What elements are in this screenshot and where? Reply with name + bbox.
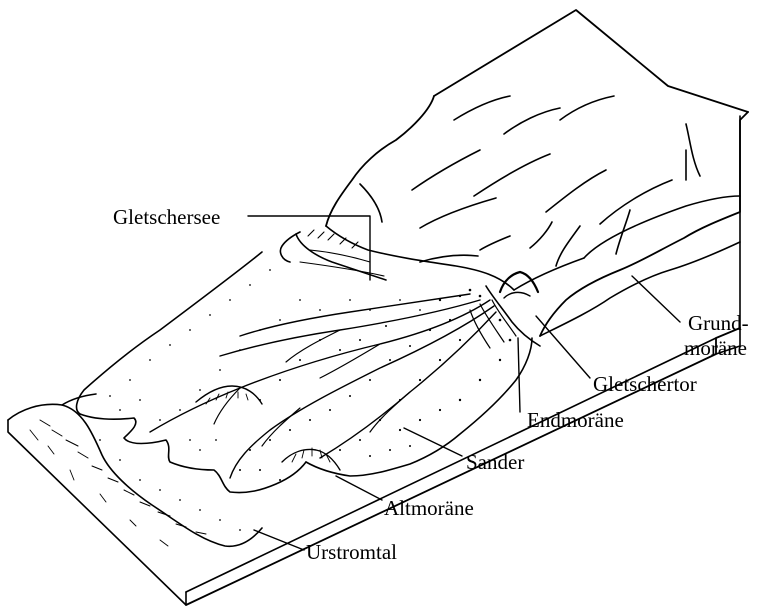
label-grundmoraene-line1: Grund- <box>688 311 749 335</box>
label-urstromtal: Urstromtal <box>306 540 397 564</box>
leader-endmoraene <box>518 338 520 412</box>
label-endmoraene: Endmoräne <box>527 408 624 432</box>
leader-grundmoraene <box>632 276 680 322</box>
leader-altmoraene <box>336 476 382 500</box>
label-grundmoraene-line2: moräne <box>684 336 747 360</box>
urstromtal-surface <box>8 394 262 546</box>
label-gletschersee: Gletschersee <box>113 205 220 229</box>
leader-sander <box>404 428 462 456</box>
label-gletschertor: Gletschertor <box>593 372 697 396</box>
label-altmoraene: Altmoräne <box>384 496 474 520</box>
label-sander: Sander <box>466 450 524 474</box>
glacier-ice <box>326 10 748 336</box>
sander-plain <box>77 252 532 493</box>
